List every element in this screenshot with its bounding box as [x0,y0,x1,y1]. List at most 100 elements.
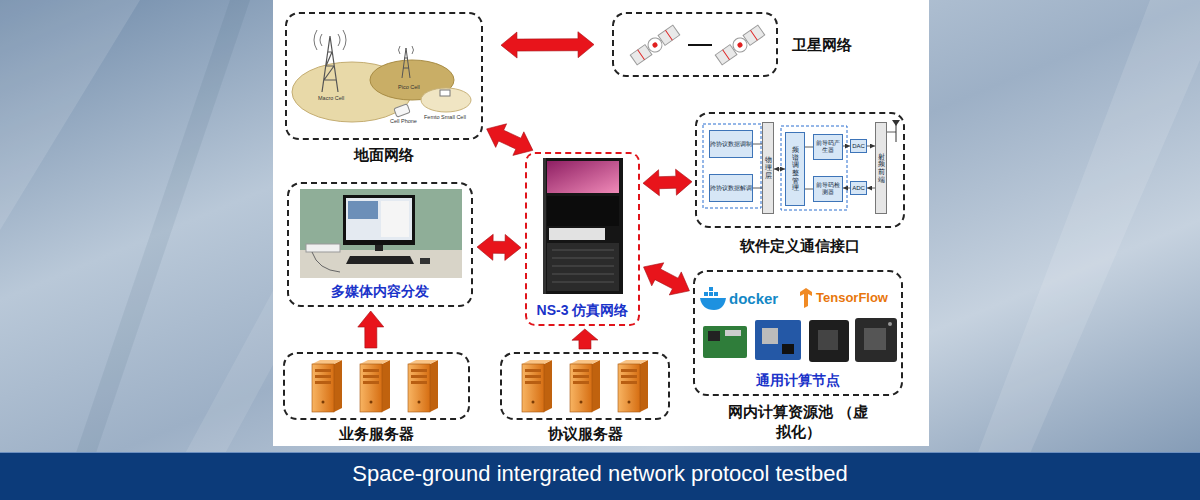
interface-grouping [892,120,900,126]
server-rack-photo [547,243,619,291]
layer-bar: 射频前端 [875,122,887,214]
satellite-icon [750,30,757,40]
layer-bar: 物理层 [762,122,774,214]
panel-heading: 网内计算资源池 （虚拟化） [728,402,868,442]
network-panel: 地面网络 [285,12,483,140]
server-tower [522,360,552,412]
docker-logo [709,292,713,296]
docker-logo [700,287,726,310]
network-panel: 卫星网络 [612,12,778,77]
block-label: 跨协议数据解调 [710,185,752,192]
media-panel: 多媒体内容分发 [287,182,473,307]
process-block: 前导码检测器 [813,176,843,202]
interface-panel: 软件定义通信接口跨协议数据调制跨协议数据解调物理层频谱调整管理前导码产生器前导码… [695,112,905,228]
multimedia-photo [312,252,340,272]
server-tower [312,360,342,412]
block-label: 射频前端 [878,153,885,184]
server-rack-photo [549,228,605,240]
server-rack-photo [543,158,623,294]
cell-coverage-illustration [292,30,471,122]
block-arrow [358,311,384,348]
interface-grouping [781,126,847,210]
block-arrow [477,234,521,260]
docker-logo [714,292,718,296]
multimedia-photo [348,201,378,219]
tensorflow-logo [800,288,812,308]
block-arrow [487,124,533,156]
interface-grouping [896,124,897,142]
signal-line [843,146,850,147]
server-tower [618,360,648,412]
computing-boards [703,326,747,358]
satellite-icon [737,42,744,49]
docker-logo [700,298,726,310]
multimedia-photo [381,201,409,237]
satellite-link [688,44,712,46]
server-tower [570,360,600,412]
signal-line [805,147,813,148]
cell-label: Pico Cell [398,84,420,90]
satellite-icon [665,30,672,40]
server-rack-photo [543,158,546,294]
server-tower [408,360,438,412]
panel-caption: 通用计算节点 [695,370,901,390]
simulator-panel: NS-3 仿真网络 [525,152,640,326]
multimedia-photo [300,189,462,278]
process-block: 跨协议数据调制 [709,130,753,158]
multimedia-photo [343,195,415,245]
block-label: ADC [852,185,865,192]
block-arrow [644,263,690,295]
cell-label: Macro Cell [318,95,344,101]
cell-coverage-illustration [394,104,410,117]
interface-grouping [703,120,900,210]
cell-coverage-illustration [370,60,454,100]
cell-coverage-illustration [322,36,338,92]
computing-boards [855,318,897,362]
docker-logo [704,292,708,296]
multimedia-photo [346,256,414,264]
satellite-icon [630,24,681,65]
block-label: 前导码检测器 [814,182,842,196]
interface-grouping [887,132,896,133]
server-rack-photo [543,158,623,294]
multimedia-photo [300,189,462,278]
block-arrow [572,329,598,349]
block-label: DAC [852,143,865,150]
signal-line [867,188,875,189]
computing-boards [864,328,886,350]
block-label: 跨协议数据调制 [710,141,752,148]
satellite-icon [645,35,664,54]
server-rack-photo [552,250,614,282]
docker-logo [709,287,713,291]
cell-coverage-illustration [314,30,346,50]
satellite-icon [715,24,766,65]
signal-line [867,146,875,147]
server-panel: 业务服务器 [283,352,470,420]
cell-coverage-illustration [440,90,450,96]
multimedia-photo [306,244,340,252]
panel-heading: 地面网络 [285,145,483,165]
block-arrow [501,32,594,58]
brushed-background [960,0,1200,500]
server-rack-photo [547,196,619,226]
brushed-background [0,0,140,230]
converter-block: DAC [850,139,867,153]
satellite-icon [723,50,730,60]
logo-text: docker [729,291,778,308]
multimedia-photo [300,250,462,278]
caption: Space-ground intergrated network protoco… [0,461,1200,487]
caption-band [0,452,1200,500]
satellite-icon [638,50,645,60]
signal-line [805,189,813,190]
signal-line [753,188,762,189]
multimedia-photo [375,245,383,251]
computing-boards [725,330,741,336]
panel-caption: NS-3 仿真网络 [527,300,638,320]
computing-boards [782,344,794,354]
cell-coverage-illustration [421,88,471,112]
server-tower [360,360,390,412]
